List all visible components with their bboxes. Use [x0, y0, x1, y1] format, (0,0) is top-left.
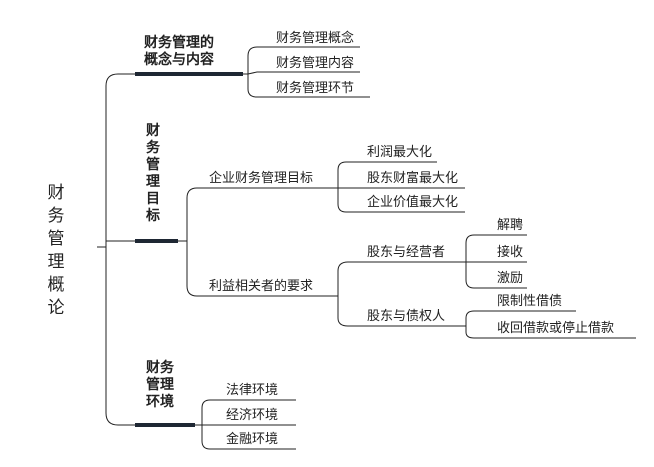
leaf-restrictive-borrowing: 限制性借债 — [497, 294, 563, 309]
branch-environment-title-line: 财务 — [146, 360, 174, 376]
branch-environment-title-line: 管理 — [146, 377, 174, 393]
leaf-shareholder-wealth-max: 股东财富最大化 — [367, 171, 459, 186]
branch-goal-title: 财务管理目标 — [146, 123, 160, 224]
leaf-enterprise-value-max: 企业价值最大化 — [367, 195, 459, 210]
shareholder-manager-label: 股东与经营者 — [367, 245, 446, 260]
shareholder-creditor-label: 股东与债权人 — [367, 309, 446, 324]
branch-environment-title-line: 环境 — [146, 394, 174, 410]
leaf-dismissal: 解聘 — [497, 218, 524, 233]
leaf-legal-env: 法律环境 — [226, 383, 279, 398]
branch-concept-title: 财务管理的 概念与内容 — [144, 35, 214, 69]
leaf-economic-env: 经济环境 — [226, 408, 279, 423]
stakeholders-label: 利益相关者的要求 — [209, 279, 314, 294]
leaf-recall-loan: 收回借款或停止借款 — [497, 321, 615, 336]
leaf-takeover: 接收 — [497, 245, 524, 260]
leaf-financial-env: 金融环境 — [226, 432, 279, 447]
branch-concept-title-line: 财务管理的 — [144, 35, 214, 51]
leaf-stages: 财务管理环节 — [276, 81, 355, 96]
root-title: 财务管理概论 — [47, 183, 65, 318]
enterprise-goal-label: 企业财务管理目标 — [209, 171, 314, 186]
leaf-concept: 财务管理概念 — [276, 31, 355, 46]
branch-environment-title: 财务 管理 环境 — [146, 360, 174, 411]
leaf-incentive: 激励 — [497, 271, 524, 286]
leaf-profit-max: 利润最大化 — [367, 145, 433, 160]
leaf-content: 财务管理内容 — [276, 56, 355, 71]
branch-concept-title-line: 概念与内容 — [144, 52, 214, 68]
